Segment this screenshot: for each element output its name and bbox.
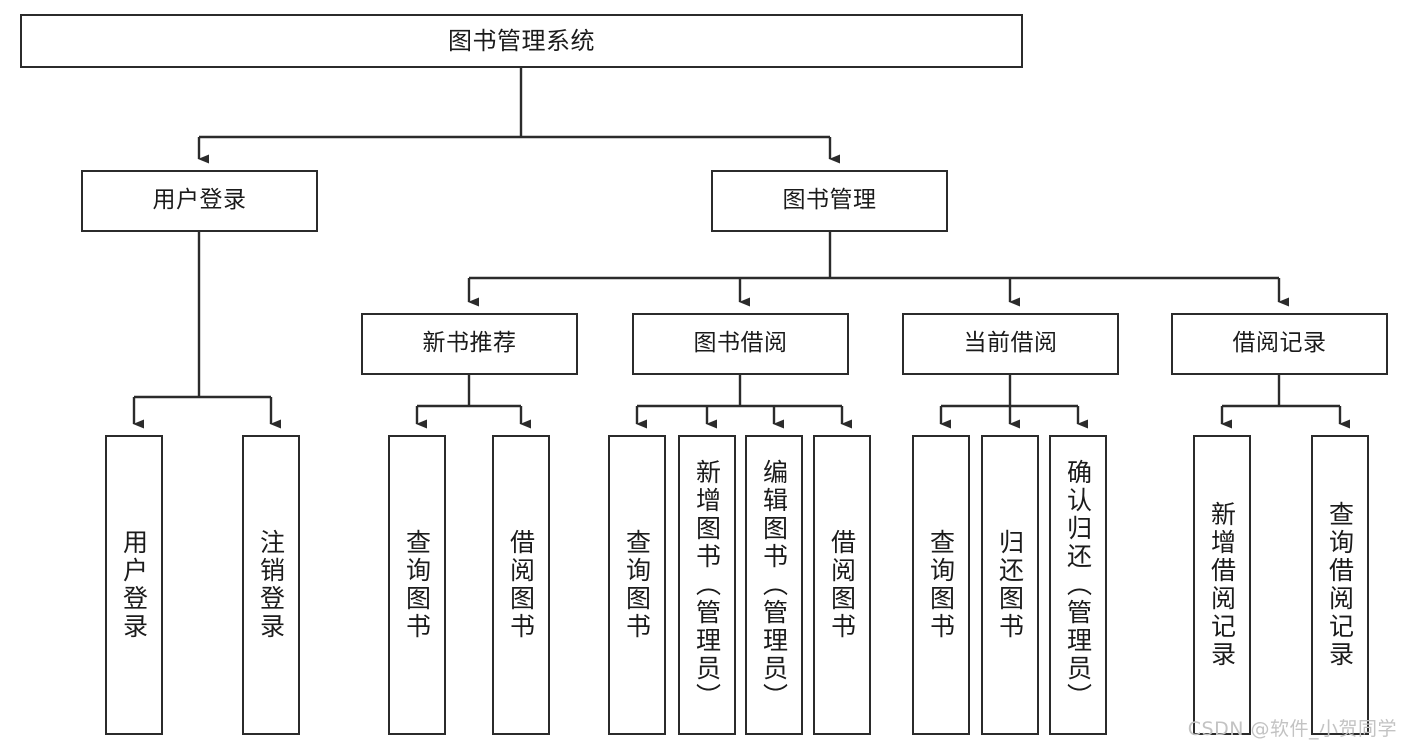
node-label: 查询图书: [402, 529, 432, 641]
node-label: 查询图书: [926, 529, 956, 641]
node-label: 查询借阅记录: [1325, 501, 1355, 669]
node-current-borrow[interactable]: 当前借阅: [902, 313, 1119, 375]
node-new-book-recommend[interactable]: 新书推荐: [361, 313, 578, 375]
node-leaf-add-record[interactable]: 新增借阅记录: [1193, 435, 1251, 735]
node-label: 编辑图书（管理员）: [759, 459, 789, 711]
node-leaf-edit-book[interactable]: 编辑图书（管理员）: [745, 435, 803, 735]
node-label: 借阅图书: [827, 529, 857, 641]
node-leaf-query-book-2[interactable]: 查询图书: [608, 435, 666, 735]
node-root-system[interactable]: 图书管理系统: [20, 14, 1023, 68]
node-label: 确认归还（管理员）: [1063, 459, 1093, 711]
node-leaf-add-book[interactable]: 新增图书（管理员）: [678, 435, 736, 735]
node-label: 注销登录: [256, 529, 286, 641]
node-label: 新增图书（管理员）: [692, 459, 722, 711]
node-label: 用户登录: [119, 529, 149, 641]
node-label: 用户登录: [152, 187, 247, 214]
node-leaf-borrow-book-2[interactable]: 借阅图书: [813, 435, 871, 735]
node-leaf-query-book-3[interactable]: 查询图书: [912, 435, 970, 735]
node-leaf-user-login[interactable]: 用户登录: [105, 435, 163, 735]
node-leaf-logout-login[interactable]: 注销登录: [242, 435, 300, 735]
node-label: 借阅图书: [506, 529, 536, 641]
node-borrow-record[interactable]: 借阅记录: [1171, 313, 1388, 375]
node-book-borrow[interactable]: 图书借阅: [632, 313, 849, 375]
node-leaf-borrow-book-1[interactable]: 借阅图书: [492, 435, 550, 735]
node-leaf-query-record[interactable]: 查询借阅记录: [1311, 435, 1369, 735]
node-label: 新书推荐: [422, 330, 517, 357]
node-leaf-return-book[interactable]: 归还图书: [981, 435, 1039, 735]
node-leaf-query-book-1[interactable]: 查询图书: [388, 435, 446, 735]
node-leaf-confirm-return[interactable]: 确认归还（管理员）: [1049, 435, 1107, 735]
node-label: 查询图书: [622, 529, 652, 641]
node-label: 归还图书: [995, 529, 1025, 641]
csdn-watermark: CSDN @软件_小贺同学: [1187, 718, 1397, 740]
node-label: 图书管理系统: [448, 26, 595, 55]
node-label: 新增借阅记录: [1207, 501, 1237, 669]
node-user-login[interactable]: 用户登录: [81, 170, 318, 232]
node-label: 图书管理: [782, 187, 877, 214]
node-label: 图书借阅: [693, 330, 788, 357]
node-book-manage[interactable]: 图书管理: [711, 170, 948, 232]
node-label: 当前借阅: [963, 330, 1058, 357]
node-label: 借阅记录: [1232, 330, 1327, 357]
